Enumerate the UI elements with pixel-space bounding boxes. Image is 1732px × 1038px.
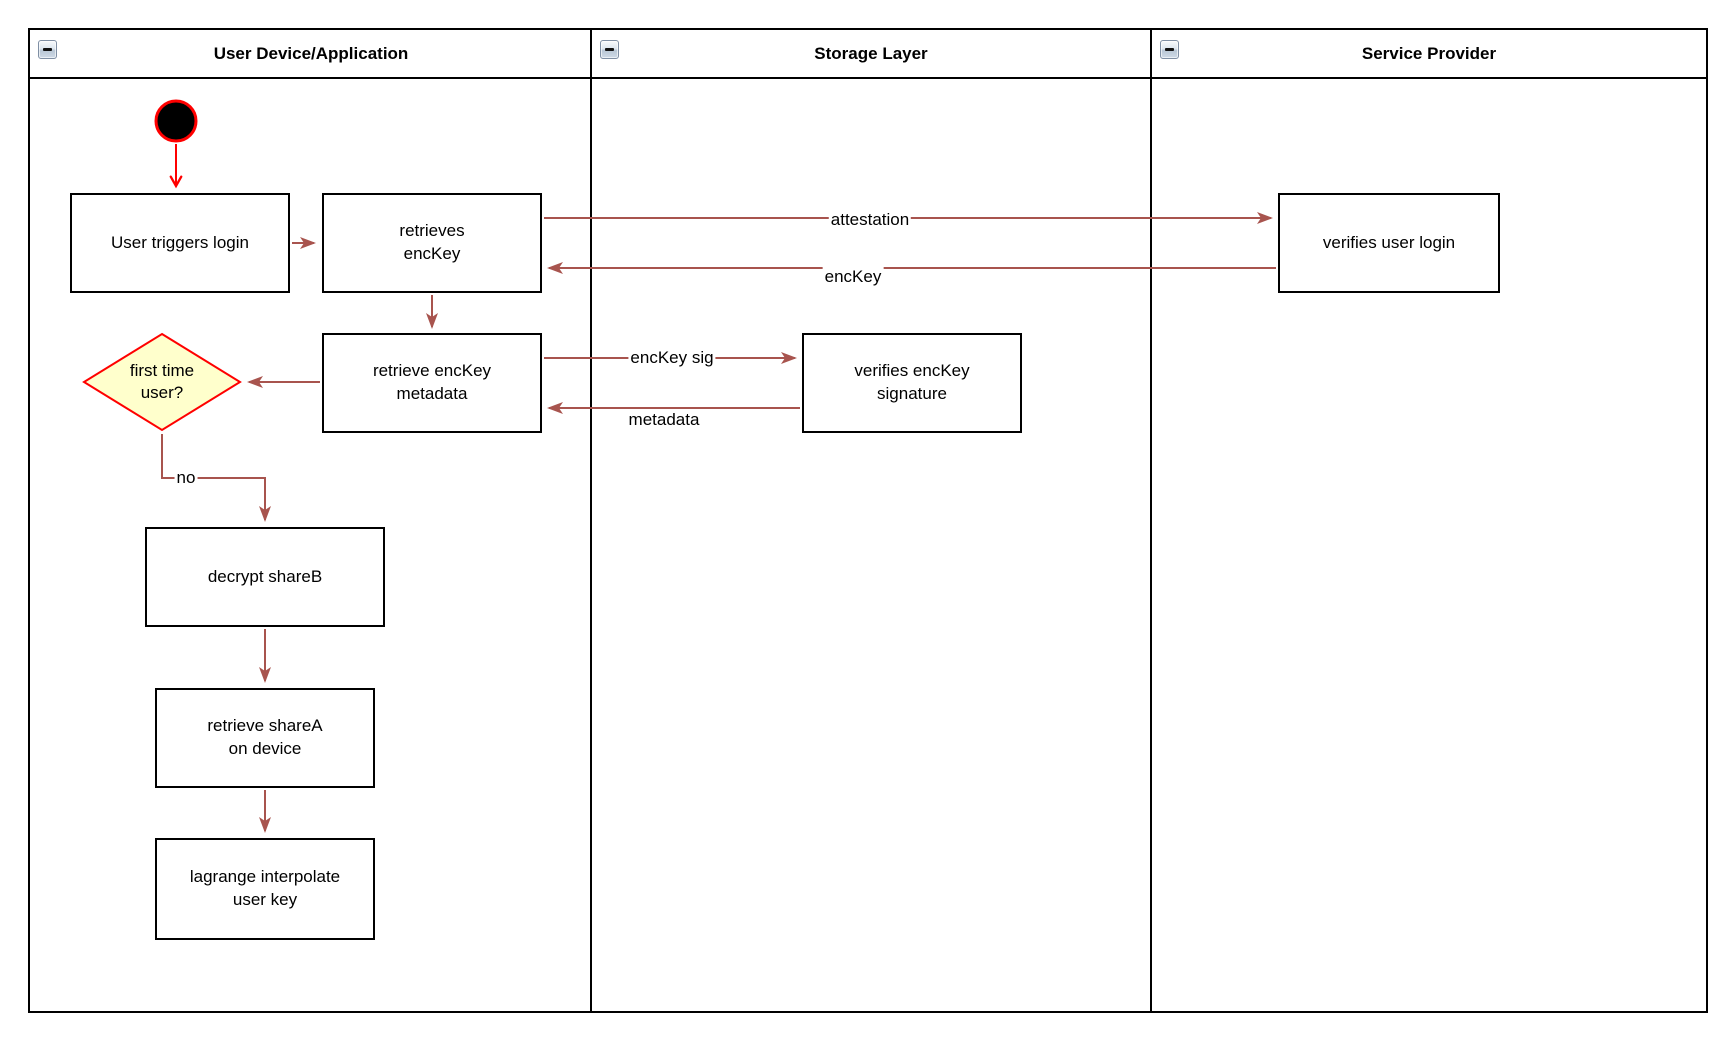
node-label: User triggers login xyxy=(111,232,249,252)
node-label: retrieve shareA on device xyxy=(207,716,323,758)
edge-label-attestation[interactable]: attestation xyxy=(828,209,912,231)
initial-node[interactable] xyxy=(154,99,198,143)
edge-label-enckey[interactable]: encKey xyxy=(822,266,884,288)
node-label: decrypt shareB xyxy=(207,566,323,586)
lane-header-user-device: User Device/Application xyxy=(30,30,592,77)
node-retrieve-enckey-metadata[interactable]: retrieve encKey metadata xyxy=(322,333,542,433)
node-verifies-user-login[interactable]: verifies user login xyxy=(1278,193,1500,293)
node-label: verifies encKey signature xyxy=(854,361,970,403)
node-verifies-enckey-signature[interactable]: verifies encKey signature xyxy=(802,333,1022,433)
diamond-shape xyxy=(82,332,242,432)
edge-label-enckey-sig[interactable]: encKey sig xyxy=(628,347,716,369)
edge-label-metadata[interactable]: metadata xyxy=(626,409,702,431)
node-label: lagrange interpolate user key xyxy=(189,867,341,909)
node-lagrange-interpolate-user-key[interactable]: lagrange interpolate user key xyxy=(155,838,375,940)
node-first-time-user-decision[interactable]: first time user? xyxy=(82,332,242,432)
lane-title-service-provider: Service Provider xyxy=(1361,43,1497,63)
node-decrypt-shareb[interactable]: decrypt shareB xyxy=(145,527,385,627)
lane-header-service-provider: Service Provider xyxy=(1150,30,1708,77)
node-label: retrieve encKey metadata xyxy=(372,361,492,403)
node-label: verifies user login xyxy=(1322,232,1456,252)
collapse-lane-button[interactable] xyxy=(600,40,619,59)
edge-label-no[interactable]: no xyxy=(174,467,198,489)
node-retrieve-sharea-on-device[interactable]: retrieve shareA on device xyxy=(155,688,375,788)
collapse-lane-button[interactable] xyxy=(38,40,57,59)
lane-divider xyxy=(590,30,592,1011)
minus-icon xyxy=(1165,48,1174,51)
minus-icon xyxy=(43,48,52,51)
collapse-lane-button[interactable] xyxy=(1160,40,1179,59)
node-label: retrieves encKey xyxy=(399,221,465,263)
lane-title-user-device: User Device/Application xyxy=(213,43,409,63)
lane-header-separator xyxy=(30,77,1706,79)
node-label: first time user? xyxy=(129,360,195,402)
node-retrieves-enckey[interactable]: retrieves encKey xyxy=(322,193,542,293)
lane-title-storage-layer: Storage Layer xyxy=(814,43,928,63)
lane-divider xyxy=(1150,30,1152,1011)
lane-header-storage-layer: Storage Layer xyxy=(592,30,1150,77)
edge-decision-no-to-decrypt[interactable] xyxy=(161,434,271,522)
minus-icon xyxy=(605,48,614,51)
node-user-triggers-login[interactable]: User triggers login xyxy=(70,193,290,293)
